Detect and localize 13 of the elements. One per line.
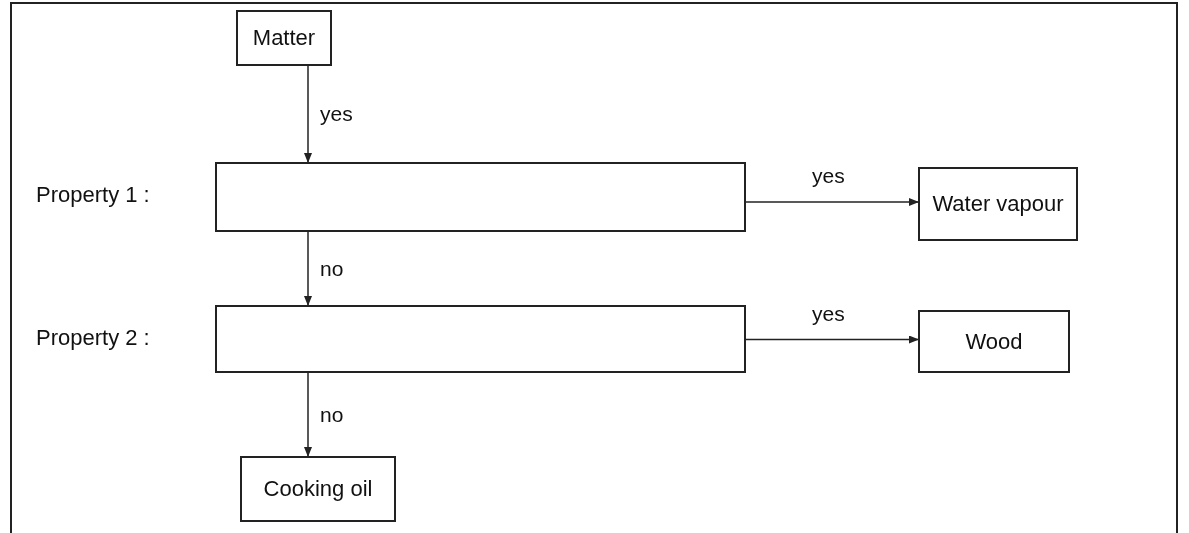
arrow <box>745 198 919 206</box>
row-label: Property 1 : <box>36 182 150 208</box>
arrow <box>745 335 919 344</box>
arrow <box>304 231 312 306</box>
row-label: Property 2 : <box>36 325 150 351</box>
process-box: Wood <box>918 310 1070 373</box>
process-box: Matter <box>236 10 332 66</box>
process-box: Water vapour <box>918 167 1078 241</box>
empty-box <box>215 162 746 232</box>
arrow <box>304 65 312 163</box>
arrow <box>304 372 312 457</box>
empty-box <box>215 305 746 373</box>
process-box: Cooking oil <box>240 456 396 522</box>
